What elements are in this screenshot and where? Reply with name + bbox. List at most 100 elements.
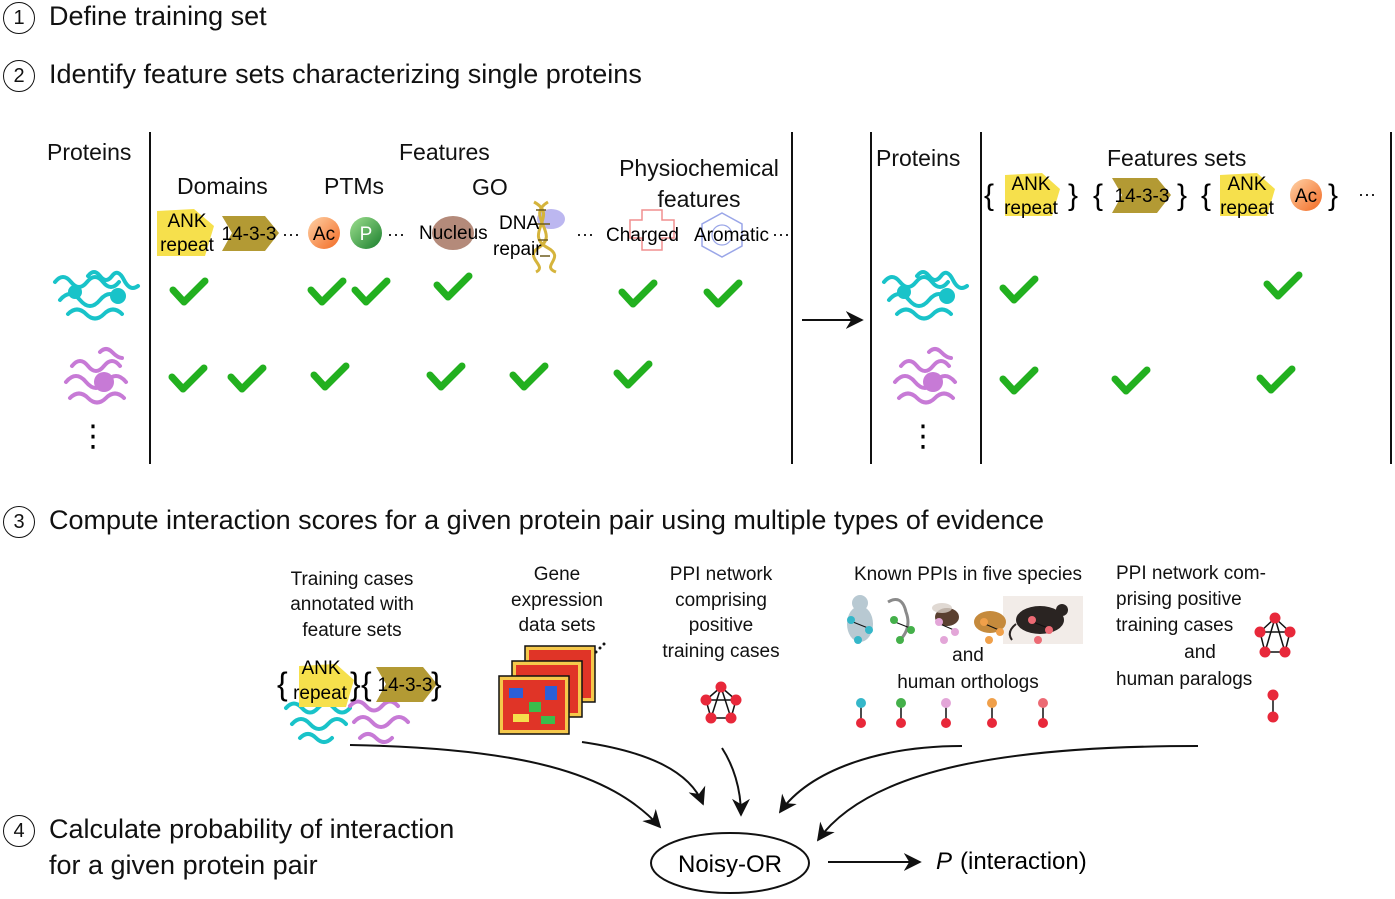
- noisy-or-label: Noisy-OR: [678, 851, 782, 878]
- ptm-ac-circle: [1290, 179, 1322, 211]
- ank-repeat-shape: [1005, 173, 1060, 216]
- check-mark: [613, 360, 653, 389]
- paralogs-label-line2: prising positive: [1116, 589, 1242, 610]
- ppi-network-icon: [700, 681, 742, 724]
- check-mark: [509, 362, 549, 391]
- right-more-proteins: ⋮: [908, 420, 938, 453]
- training-pair-icon: { ANK repeat } { 14-3-3 }: [277, 658, 442, 744]
- ptms-label: PTMs: [324, 173, 385, 199]
- step-3-number: 3: [3, 506, 35, 538]
- ank-label-line2: repeat: [293, 683, 348, 704]
- left-more-proteins: ⋮: [78, 420, 108, 453]
- physio-label-line2: features: [657, 186, 741, 212]
- expression-label-line2: expression: [511, 590, 603, 611]
- aromatic-label: Aromatic: [694, 225, 769, 246]
- ptm-ac-label: Ac: [313, 224, 335, 245]
- species-networks-icon: [847, 595, 1083, 644]
- check-mark: [169, 277, 209, 306]
- step-1-number: 1: [3, 2, 35, 34]
- training-label-line1: Training cases: [290, 569, 414, 590]
- check-mark: [1111, 366, 1151, 395]
- known-ppis-title: Known PPIs in five species: [853, 564, 1083, 585]
- violet-protein-icon: [893, 347, 957, 405]
- check-mark: [999, 366, 1039, 395]
- step-4-title-line1: Calculate probability of interaction: [49, 814, 455, 844]
- paralogs-label-line4: and: [1184, 642, 1216, 663]
- check-mark: [426, 362, 466, 391]
- check-mark: [1256, 365, 1296, 394]
- brace: }: [1068, 179, 1078, 212]
- expression-heatmaps-icon: [498, 642, 606, 735]
- mouse-icon: [1016, 606, 1064, 634]
- feature-sets-header: Features sets: [1107, 145, 1247, 171]
- right-proteins-header: Proteins: [876, 145, 961, 171]
- go-ellipsis: ···: [576, 224, 594, 244]
- charged-cross-icon: [629, 209, 675, 251]
- arrow-ppi: [721, 747, 750, 817]
- check-mark: [618, 279, 658, 308]
- check-mark: [1263, 271, 1303, 300]
- check-mark: [433, 272, 473, 301]
- ank-label-line1: ANK: [1227, 174, 1266, 195]
- expression-label-line1: Gene: [533, 564, 581, 585]
- ank-repeat-shape: [157, 209, 214, 256]
- physio-label-line1: Physiochemical: [619, 155, 779, 181]
- arrow-orthologs: [778, 745, 963, 814]
- fourteen-shape: [376, 667, 437, 702]
- ppi-label-line4: training cases: [662, 641, 780, 662]
- brace: {: [1201, 179, 1211, 212]
- cyan-protein-icon: [882, 270, 969, 321]
- cyan-protein-icon: [53, 270, 140, 321]
- step-2-number: 2: [3, 60, 35, 92]
- ptms-ellipsis: ···: [387, 224, 405, 244]
- ptm-ac-circle: [308, 217, 340, 249]
- ank-repeat-shape: [299, 664, 354, 707]
- fourteen-label: 14-3-3: [222, 224, 277, 245]
- ank-label-line2: repeat: [1220, 198, 1275, 219]
- go-label: GO: [472, 174, 508, 200]
- expression-label-line3: data sets: [518, 615, 596, 636]
- step-2-title: Identify feature sets characterizing sin…: [49, 59, 642, 89]
- yeast-icon: [974, 611, 1006, 633]
- brace: {: [277, 666, 288, 702]
- check-mark: [310, 362, 350, 391]
- fourteen-label: 14-3-3: [1115, 186, 1170, 207]
- features-header: Features: [399, 139, 490, 165]
- ptm-p-circle: [350, 217, 382, 249]
- paralogs-label-line1: PPI network com-: [1116, 563, 1266, 584]
- domains-label: Domains: [177, 173, 268, 199]
- fourteen-label: 14-3-3: [378, 675, 433, 696]
- noisy-or-node: [650, 832, 810, 894]
- dna-helix-icon: [532, 200, 565, 274]
- right-checks: [999, 271, 1303, 395]
- brace: }: [1177, 179, 1187, 212]
- worm-icon: [887, 598, 910, 642]
- physio-ellipsis: ···: [772, 224, 790, 244]
- evidence-arrows: [349, 741, 1199, 842]
- training-label-line2: annotated with: [290, 594, 414, 615]
- aromatic-ring-icon: [701, 212, 743, 258]
- paralogs-label-line3: training cases: [1116, 615, 1234, 636]
- left-proteins-header: Proteins: [47, 139, 132, 165]
- ank-label-line2: repeat: [1004, 198, 1059, 219]
- fourteen-shape: [222, 216, 279, 251]
- known-ppis-and: and: [952, 645, 984, 666]
- ank-label-line1: ANK: [1011, 174, 1050, 195]
- domains-ellipsis: ···: [282, 224, 300, 244]
- nucleus-shape: [432, 216, 474, 250]
- step-3-title: Compute interaction scores for a given p…: [49, 505, 1045, 535]
- brace: }: [350, 666, 361, 702]
- brace: {: [984, 179, 994, 212]
- brace: {: [1093, 179, 1103, 212]
- domain-ank-repeat: ANK repeat: [157, 209, 215, 256]
- paralog-network-icon: [1254, 612, 1296, 723]
- check-mark: [227, 364, 267, 393]
- ppi-label-line2: comprising: [675, 590, 767, 611]
- check-mark: [307, 277, 347, 306]
- dna-label-line2: repair: [493, 239, 542, 260]
- check-mark: [168, 364, 208, 393]
- arrow-expression: [581, 741, 706, 806]
- ank-repeat-shape: [1220, 173, 1275, 216]
